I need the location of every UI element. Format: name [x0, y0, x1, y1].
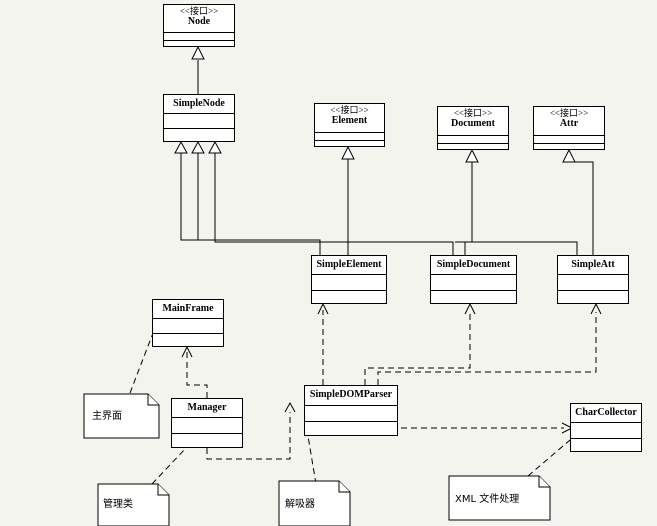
- realize-arrowhead-attr: [562, 148, 576, 163]
- inherit-arrowhead-node: [191, 45, 205, 60]
- dep-line-parser-simpleatt: [377, 312, 597, 385]
- note-xml-processing: XML 文件处理: [455, 494, 520, 505]
- inherit-line-simplenode-left: [180, 153, 198, 241]
- class-name: SimpleDOMParser: [309, 389, 393, 400]
- class-attr[interactable]: <<接口>> Attr: [533, 106, 605, 150]
- class-manager[interactable]: Manager: [171, 398, 243, 448]
- class-char-collector[interactable]: CharCollector: [570, 403, 642, 452]
- note-fold-parser: [338, 481, 350, 493]
- stereotype-label: <<接口>>: [453, 108, 493, 118]
- note-fold-xml: [538, 476, 550, 488]
- stereotype-label: <<接口>>: [330, 105, 369, 115]
- dep-line-parser-charcollector: [396, 412, 564, 429]
- class-simple-dom-parser[interactable]: SimpleDOMParser: [304, 385, 398, 436]
- realize-line-document: [464, 162, 473, 255]
- class-document[interactable]: <<接口>> Document: [437, 106, 509, 150]
- note-manager-class: 管理类: [103, 499, 133, 510]
- dep-arrowhead-simpleelement: [317, 302, 329, 315]
- dep-arrowhead-simpleatt: [590, 302, 602, 315]
- dep-line-parser-simpledocument: [364, 312, 471, 385]
- inherit-arrowhead-simplenode-3: [208, 140, 222, 154]
- realize-arrowhead-document: [465, 148, 479, 163]
- note-main-ui: 主界面: [92, 411, 122, 422]
- dep-arrowhead-mainframe: [181, 345, 193, 358]
- class-name: MainFrame: [162, 303, 214, 314]
- class-name: Document: [451, 118, 495, 129]
- inherit-arrowhead-simplenode-2: [191, 140, 205, 154]
- note-link-xml: [527, 439, 571, 477]
- class-simple-element[interactable]: SimpleElement: [311, 255, 387, 304]
- inherit-line-simpleelement: [197, 153, 321, 255]
- realize-line-attr: [569, 161, 594, 255]
- note-fold-main-ui: [147, 394, 159, 406]
- dep-line-manager-mainframe: [186, 352, 208, 398]
- stereotype-label: <<接口>>: [549, 108, 589, 118]
- class-name: SimpleDocument: [436, 259, 511, 270]
- note-shape-manager: [97, 483, 170, 526]
- note-shape-xml: [448, 475, 551, 521]
- stereotype-label: <<接口>>: [179, 6, 219, 16]
- realize-arrowhead-element: [341, 145, 355, 160]
- dep-arrowhead-simpledocument: [464, 302, 476, 315]
- class-name: SimpleNode: [173, 98, 225, 109]
- class-node[interactable]: <<接口>> Node: [163, 4, 235, 47]
- class-simple-document[interactable]: SimpleDocument: [430, 255, 517, 304]
- class-simple-att[interactable]: SimpleAtt: [557, 255, 629, 304]
- class-name: CharCollector: [575, 407, 637, 418]
- note-link-parser: [307, 435, 317, 485]
- class-name: Manager: [187, 402, 227, 413]
- class-name: Element: [331, 115, 368, 126]
- class-name: SimpleAtt: [571, 259, 615, 270]
- class-element[interactable]: <<接口>> Element: [314, 103, 385, 147]
- note-shape-parser: [278, 480, 351, 526]
- dep-arrowhead-parser: [284, 401, 296, 413]
- inherit-arrowhead-simplenode-1: [174, 140, 188, 154]
- dep-line-manager-parser: [206, 412, 291, 460]
- class-name: SimpleElement: [316, 259, 382, 270]
- note-shape-main-ui: [83, 393, 160, 439]
- class-simple-node[interactable]: SimpleNode: [163, 94, 235, 142]
- note-parser: 解吸器: [285, 499, 315, 510]
- inherit-line-simpleatt: [455, 241, 578, 255]
- class-main-frame[interactable]: MainFrame: [152, 299, 224, 347]
- note-link-manager: [151, 447, 187, 485]
- class-name: Node: [187, 16, 211, 27]
- class-name: Attr: [559, 118, 579, 129]
- note-fold-manager: [157, 484, 169, 496]
